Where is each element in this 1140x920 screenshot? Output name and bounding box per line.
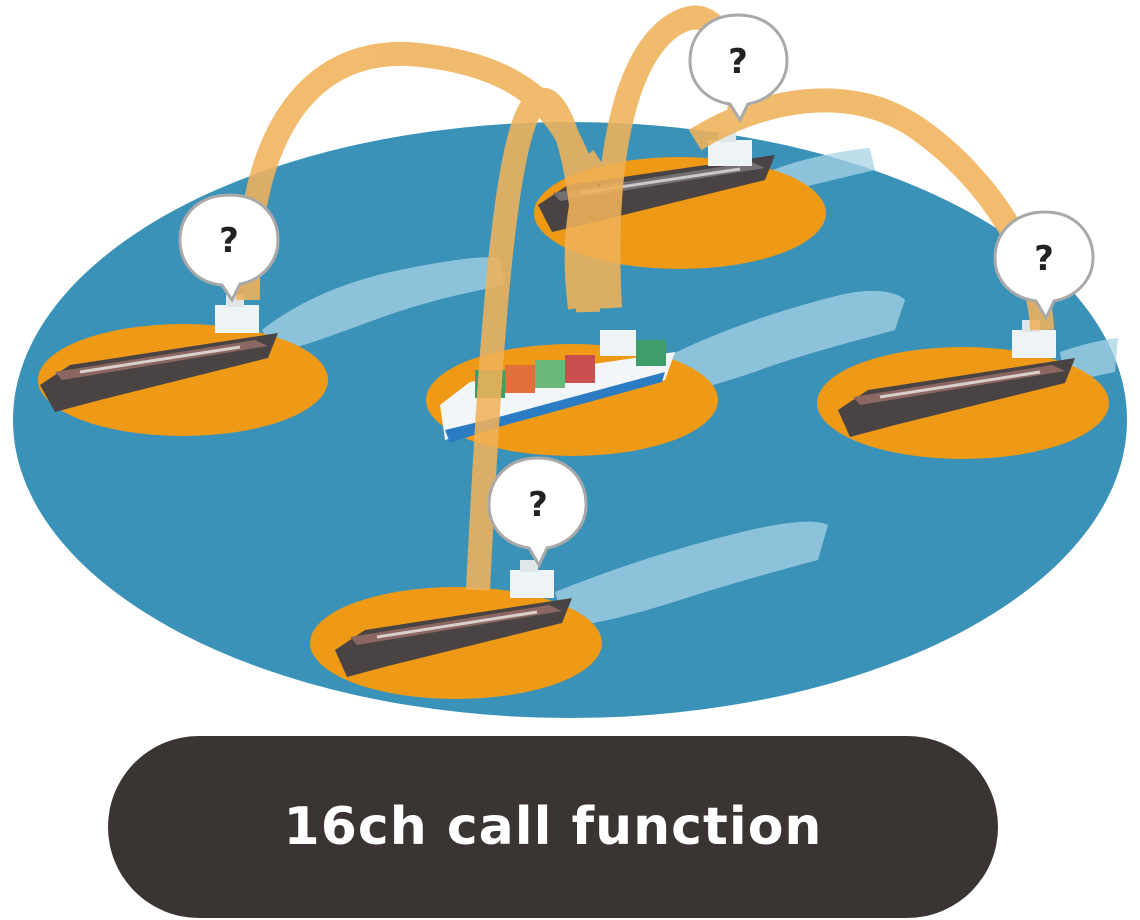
question-mark: ? bbox=[528, 485, 548, 525]
caption-label: 16ch call function bbox=[284, 797, 823, 857]
question-mark: ? bbox=[219, 221, 239, 261]
question-mark: ? bbox=[728, 42, 748, 82]
question-mark: ? bbox=[1034, 239, 1054, 279]
caption-pill: 16ch call function bbox=[108, 736, 998, 918]
